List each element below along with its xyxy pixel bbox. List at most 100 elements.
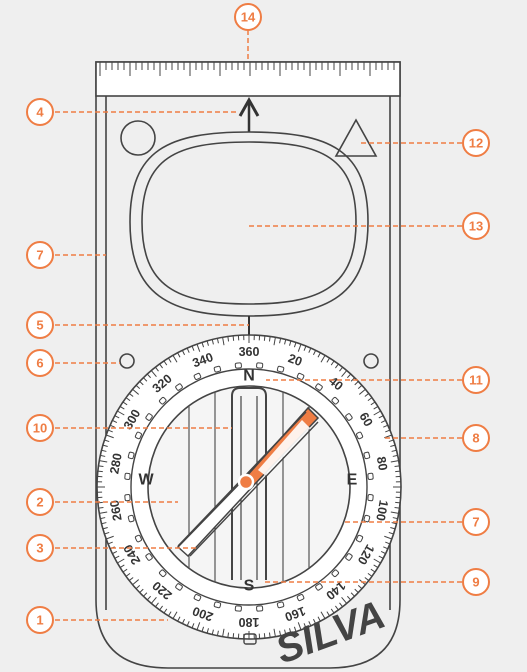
bezel-notch — [193, 594, 202, 602]
bezel-tick — [125, 572, 131, 577]
bezel-notch — [145, 413, 153, 421]
bezel-tick — [107, 429, 113, 433]
bezel-notch — [234, 605, 242, 612]
bezel-tick — [109, 424, 115, 428]
bezel-tick — [354, 381, 359, 386]
bezel-tick — [284, 339, 287, 345]
bezel-tick — [186, 621, 190, 627]
bezel-notch — [158, 396, 167, 405]
bezel-tick — [367, 572, 373, 577]
bezel-tick — [119, 406, 125, 410]
ruler-strip — [95, 61, 401, 97]
bezel-tick — [273, 628, 276, 637]
bezel-stop — [243, 633, 257, 645]
bezel-tick — [206, 340, 209, 346]
bezel-degree-label: 60 — [356, 410, 375, 429]
callout-6: 6 — [26, 349, 54, 377]
bezel-tick — [303, 623, 307, 629]
cardinal-north: N — [243, 368, 255, 385]
bezel-notch — [331, 396, 340, 405]
bezel-notch — [213, 601, 222, 609]
bezel-tick — [101, 449, 107, 452]
bezel-tick — [216, 630, 219, 636]
bezel-tick — [191, 623, 195, 629]
bezel-tick — [139, 588, 144, 593]
bezel-tick — [163, 608, 168, 614]
bezel-tick — [99, 511, 108, 514]
svg-text:14: 14 — [241, 10, 256, 25]
bezel-tick — [104, 439, 110, 443]
compass-capsule: N E S W — [138, 368, 357, 595]
callout-1: 1 — [26, 606, 54, 634]
bezel-tick — [201, 626, 205, 632]
bezel-tick — [263, 335, 266, 341]
bezel-tick — [102, 444, 108, 447]
bezel-tick — [370, 401, 376, 406]
bezel-tick — [105, 535, 114, 540]
bezel-degree-label: 280 — [107, 452, 124, 475]
bezel-tick — [391, 522, 397, 525]
bezel-tick — [268, 632, 271, 638]
baseplate-outline — [95, 61, 401, 669]
bezel-tick — [206, 628, 209, 634]
bezel-tick — [211, 629, 214, 635]
orienting-arrow — [231, 387, 267, 580]
cardinal-west: W — [138, 472, 154, 489]
bezel-degree-label: 100 — [373, 499, 390, 522]
svg-text:6: 6 — [36, 356, 43, 371]
direction-of-travel-arrow — [238, 96, 260, 132]
ruler — [95, 61, 401, 97]
bezel-notch — [158, 569, 167, 578]
bezel-tick — [330, 608, 335, 614]
bezel-tick — [373, 558, 381, 564]
svg-text:10: 10 — [33, 421, 47, 436]
magnifying-glass — [129, 131, 369, 317]
bezel-tick — [100, 454, 106, 457]
luminous-point-right — [363, 353, 379, 369]
bezel-tick — [364, 577, 370, 581]
bezel-tick — [373, 410, 381, 416]
bezel-tick — [308, 347, 312, 353]
bezel-tick — [320, 611, 326, 619]
bezel-notch — [175, 383, 183, 391]
bezel-tick — [107, 541, 113, 545]
bezel-tick — [326, 357, 330, 363]
bezel-tick — [191, 345, 195, 351]
bezel-tick — [395, 501, 401, 504]
bezel-tick — [168, 611, 172, 617]
bezel-tick — [339, 366, 343, 372]
bezel-notch — [127, 451, 135, 460]
callout-12: 12 — [462, 129, 490, 157]
bezel-tick — [159, 605, 164, 611]
bezel-tick — [143, 592, 148, 597]
bezel-tick — [357, 584, 363, 590]
bezel-notch — [356, 431, 364, 440]
callout-13: 13 — [462, 212, 490, 240]
bezel-tick — [150, 596, 157, 604]
bezel-tick — [139, 381, 144, 386]
bezel-tick — [303, 345, 307, 351]
bezel-tick — [172, 355, 178, 363]
bezel-tick — [364, 393, 370, 397]
bezel-tick — [98, 506, 104, 509]
svg-text:1: 1 — [36, 613, 43, 628]
bezel-tick — [346, 595, 352, 601]
bezel-tick — [326, 611, 330, 617]
bezel-tick — [181, 618, 186, 624]
bezel-tick — [358, 388, 366, 395]
bezel-notch — [276, 601, 285, 609]
callout-9: 9 — [462, 568, 490, 596]
bezel-notch — [134, 534, 142, 543]
bezel-tick — [354, 588, 359, 593]
bezel-tick — [384, 535, 393, 540]
callout-7-bottom: 7 — [462, 508, 490, 536]
bezel-notch — [356, 534, 364, 543]
svg-text:13: 13 — [469, 219, 483, 234]
bezel-tick — [155, 366, 159, 372]
bezel-tick — [367, 397, 373, 402]
bezel-tick — [128, 577, 134, 581]
bezel-tick — [394, 465, 400, 468]
bezel-tick — [395, 470, 401, 473]
bezel-tick — [227, 336, 230, 342]
bezel-notch — [331, 569, 340, 578]
